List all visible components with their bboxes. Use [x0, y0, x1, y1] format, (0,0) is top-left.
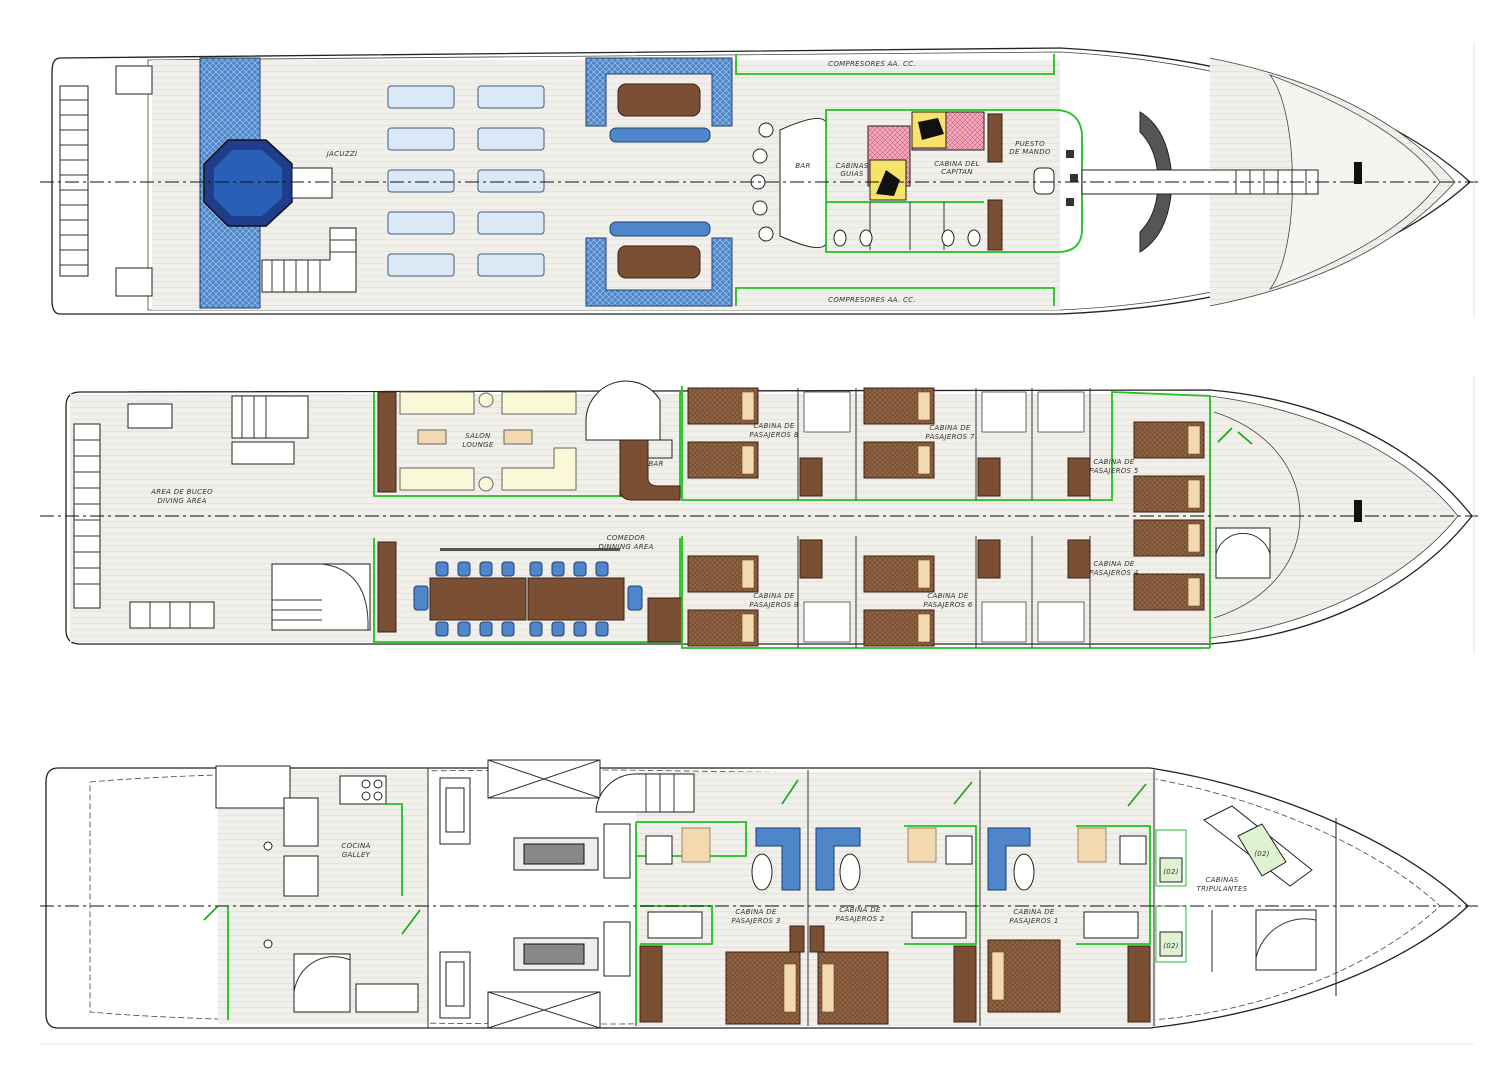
label-cabina-4-2: PASAJEROS 4	[1089, 569, 1138, 577]
label-comedor-1: COMEDOR	[607, 534, 646, 542]
label-cabina-4-1: CABINA DE	[1093, 560, 1135, 568]
label-cabina-7-1: CABINA DE	[929, 424, 971, 432]
label-main-bar: BAR	[648, 460, 663, 468]
label-puesto-mando-2: DE MANDO	[1009, 148, 1051, 156]
label-cabina-7-2: PASAJEROS 7	[925, 433, 974, 441]
label-cocina-1: COCINA	[341, 842, 370, 850]
sun-loungers	[387, 85, 545, 277]
label-cabina-1-2: PASAJEROS 1	[1009, 917, 1058, 925]
blue-wardrobes	[755, 827, 1031, 891]
label-comedor-2: DINNING AREA	[598, 543, 653, 551]
label-area-buceo-1: AREA DE BUCEO	[150, 488, 213, 496]
label-cabina-8-1: CABINA DE	[753, 422, 795, 430]
label-cabina-capitan-1: CABINA DEL	[934, 160, 980, 168]
label-cabinas-guias-2: GUIAS	[840, 170, 864, 178]
label-cabina-6-1: CABINA DE	[927, 592, 969, 600]
label-cabina-5-2: PASAJEROS 5	[1089, 467, 1138, 475]
dining-chairs	[413, 561, 643, 637]
label-area-buceo-2: DIVING AREA	[157, 497, 206, 505]
label-crew-mark-2: (02)	[1163, 942, 1179, 950]
label-cabina-2-1: CABINA DE	[839, 906, 881, 914]
label-cabina-capitan-2: CAPITAN	[941, 168, 973, 176]
label-cabina-2-2: PASAJEROS 2	[835, 915, 884, 923]
label-cabina-3-2: PASAJEROS 3	[731, 917, 780, 925]
label-cabina-9-2: PASAJEROS 9	[749, 601, 798, 609]
dining-table-right	[527, 577, 625, 621]
label-cabinas-tripulantes-1: CABINAS	[1205, 876, 1238, 884]
label-cabina-3-1: CABINA DE	[735, 908, 777, 916]
label-compresores-bottom: COMPRESORES AA. CC.	[828, 296, 916, 304]
label-cabina-8-2: PASAJEROS 8	[749, 431, 798, 439]
label-upper-bar: BAR	[795, 162, 810, 170]
label-cocina-2: GALLEY	[342, 851, 371, 859]
engines	[513, 837, 599, 971]
label-salon-1: SALON	[465, 432, 491, 440]
label-jacuzzi: JACUZZI	[325, 150, 358, 158]
lower-deck: COCINA GALLEY	[40, 759, 1478, 1045]
label-salon-2: LOUNGE	[462, 441, 493, 449]
main-anchor-winch	[1354, 500, 1362, 522]
helm-chair	[1033, 167, 1055, 195]
stern-railing	[60, 99, 88, 266]
label-cabinas-guias-1: CABINAS	[835, 162, 868, 170]
label-cabina-1-1: CABINA DE	[1013, 908, 1055, 916]
label-crew-mark-3: (02)	[1254, 850, 1270, 858]
label-cabina-9-1: CABINA DE	[753, 592, 795, 600]
label-cabina-5-1: CABINA DE	[1093, 458, 1135, 466]
main-deck: AREA DE BUCEO DIVING AREA SALON LOUNGE B…	[40, 376, 1478, 652]
lounge-table-bottom	[617, 245, 701, 279]
upper-anchor-winch	[1354, 162, 1362, 184]
label-crew-mark-1: (02)	[1163, 868, 1179, 876]
label-puesto-mando-1: PUESTO	[1015, 140, 1045, 148]
label-cabinas-tripulantes-2: TRIPULANTES	[1197, 885, 1248, 893]
label-compresores-top: COMPRESORES AA. CC.	[828, 60, 916, 68]
dining-table-left	[429, 577, 527, 621]
upper-deck: JACUZZI COMPRESORES AA. CC. COMPRESORES …	[40, 44, 1478, 316]
label-cabina-6-2: PASAJEROS 6	[923, 601, 972, 609]
lounge-table-top	[617, 83, 701, 117]
